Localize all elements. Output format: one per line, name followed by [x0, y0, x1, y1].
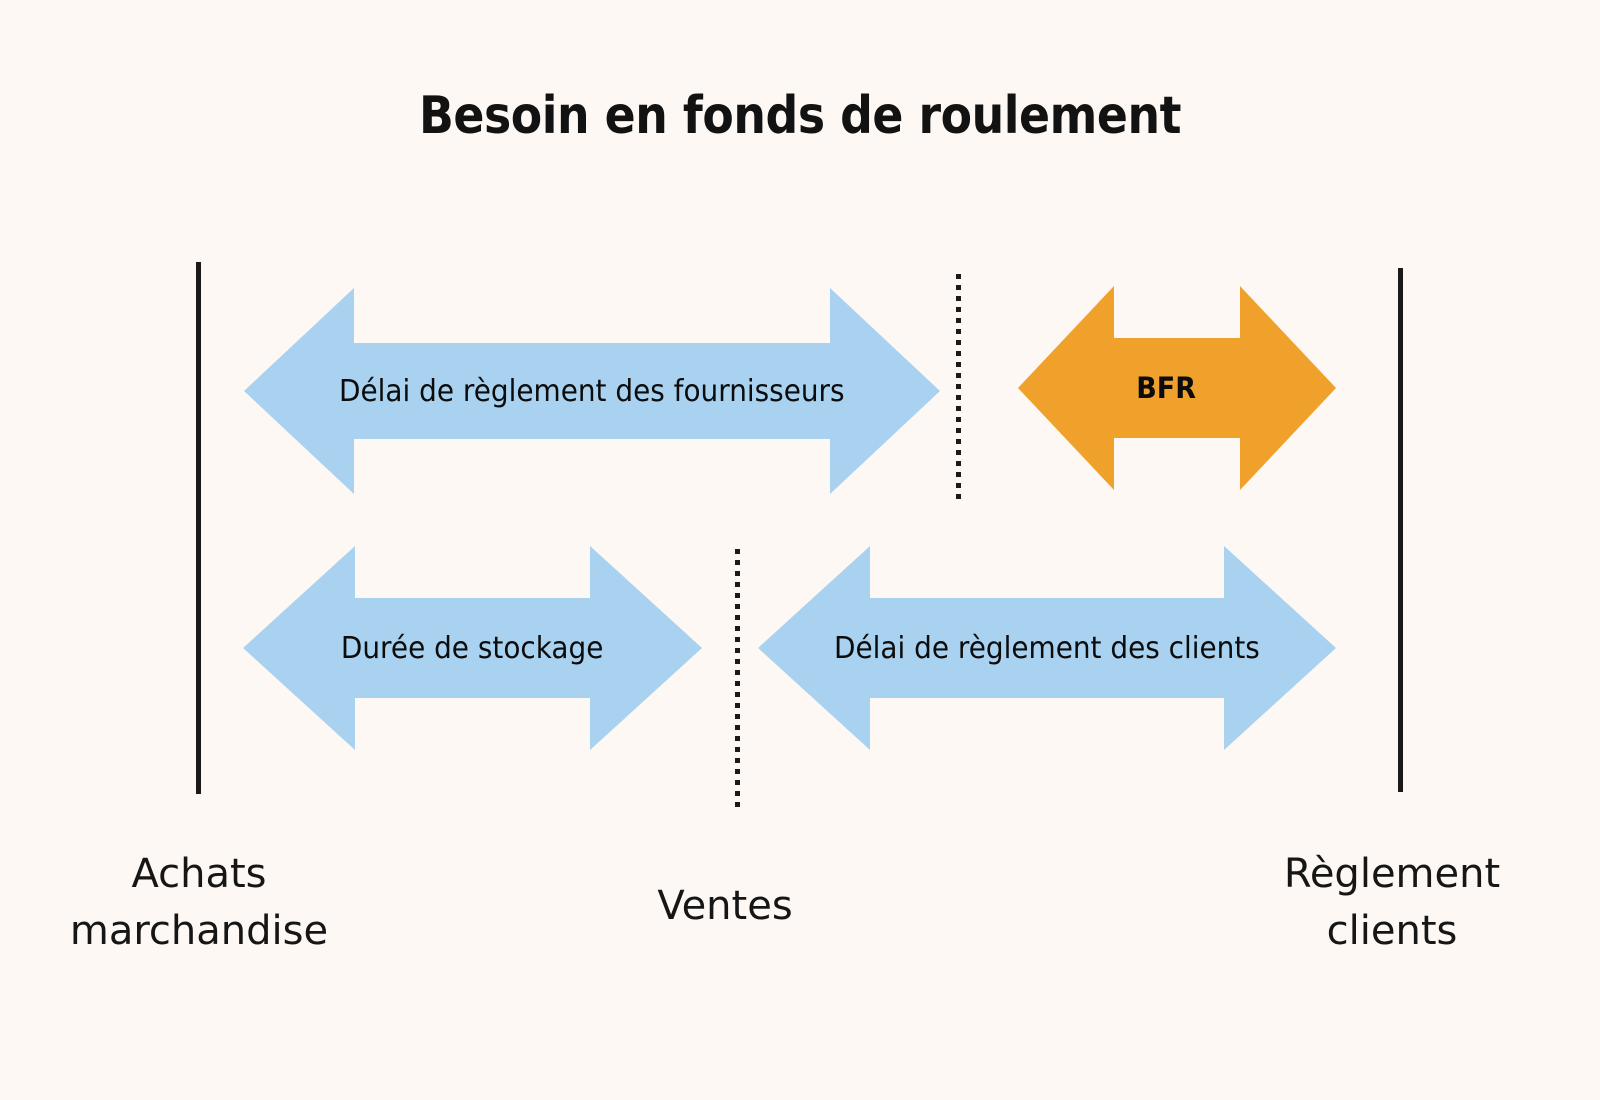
arrow-bfr: BFR: [1018, 286, 1336, 490]
milestone-label-achats: Achats marchandise: [69, 851, 329, 954]
double-arrow-icon: [243, 546, 702, 750]
double-arrow-icon: [758, 546, 1336, 750]
milestone-label-ventes: Ventes: [657, 883, 793, 929]
milestone-line-ventes-lower: [735, 549, 740, 807]
milestone-line-achats: [196, 262, 201, 794]
milestone-label-reglement: Règlement clients: [1283, 851, 1501, 954]
milestone-line-ventes-upper: [956, 274, 961, 502]
arrow-delai-reglement-fournisseurs: Délai de règlement des fournisseurs: [244, 288, 940, 494]
double-arrow-icon: [244, 288, 940, 494]
arrow-duree-stockage: Durée de stockage: [243, 546, 702, 750]
milestone-line-reglement: [1398, 268, 1403, 792]
page-title: Besoin en fonds de roulement: [418, 86, 1182, 146]
arrow-delai-reglement-clients: Délai de règlement des clients: [758, 546, 1336, 750]
double-arrow-icon: [1018, 286, 1336, 490]
